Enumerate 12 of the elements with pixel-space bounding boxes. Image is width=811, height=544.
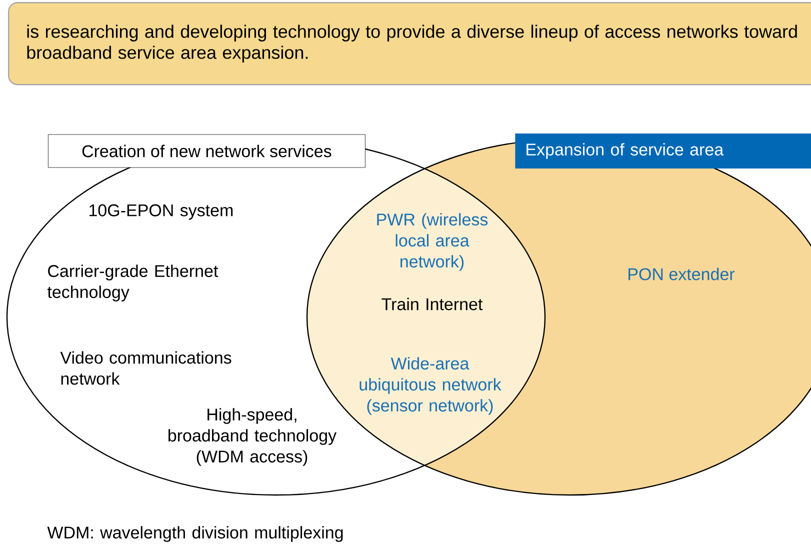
- overlap-text: PWR (wireless local area network): [377, 213, 488, 271]
- item-text: PON extender: [628, 268, 735, 280]
- item-text: Video communications network: [60, 351, 232, 385]
- note-box: is researching and developing technology to provide a diverse lineup of access networks toward broadband service area expansion.: [8, 2, 811, 86]
- overlap-text: Wide-area ubiquitous network (sensor network): [360, 357, 502, 415]
- heading-box: Expansion of service area: [515, 134, 811, 168]
- item-text: High-speed, broadband technology (WDM access): [168, 408, 337, 466]
- heading-box: Creation of new network services: [48, 134, 366, 168]
- overlap-text: Train Internet: [382, 298, 483, 310]
- item-text: 10G-EPON system: [90, 204, 233, 220]
- item-text: Carrier-grade Ethernet technology: [47, 264, 218, 302]
- footnote: WDM: wavelength division multiplexing: [47, 526, 343, 542]
